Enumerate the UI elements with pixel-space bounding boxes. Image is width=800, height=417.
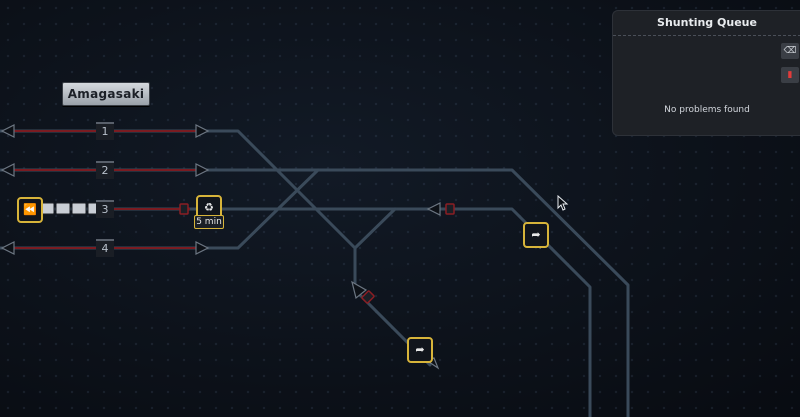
signal-arrow: [0, 124, 15, 138]
track-number-1: 1: [96, 122, 114, 140]
branch-line: [353, 207, 432, 367]
signal-arrow: [195, 163, 210, 177]
train-icon: ➦: [531, 228, 541, 241]
train-action-button[interactable]: ➦: [523, 222, 549, 248]
track-number-2: 2: [96, 161, 114, 179]
timer-label: 5 min: [194, 215, 224, 229]
signal-markers: [179, 203, 455, 304]
signal-arrow: [351, 280, 368, 300]
clear-button[interactable]: ⌫: [781, 43, 799, 59]
delete-button[interactable]: ▮: [781, 67, 799, 83]
train-consist: [39, 202, 103, 215]
clear-icon: ⌫: [783, 46, 797, 56]
train-icon: ♻: [204, 201, 214, 214]
track-lines: [0, 129, 630, 417]
track-1-line: [0, 129, 357, 250]
signal-arrow: [195, 241, 210, 255]
shunting-queue-title: Shunting Queue: [613, 11, 800, 36]
track-number-3: 3: [96, 200, 114, 218]
train-icon: ➦: [415, 343, 425, 356]
track-3-line: [28, 207, 592, 417]
cursor-icon: [557, 195, 569, 211]
rewind-button[interactable]: ⏪: [17, 197, 43, 223]
delete-icon: ▮: [787, 70, 793, 80]
signal-arrow: [195, 124, 210, 138]
rewind-icon: ⏪: [23, 203, 37, 216]
train-action-button[interactable]: ➦: [407, 337, 433, 363]
track-number-4: 4: [96, 239, 114, 257]
signal-arrow: [0, 163, 15, 177]
signal-arrow: [426, 202, 441, 216]
shunting-queue-panel: Shunting Queue ⌫ ▮ No problems found: [612, 10, 800, 136]
track-2-line: [0, 168, 630, 417]
signal-arrow: [0, 241, 15, 255]
station-name-label[interactable]: Amagasaki: [62, 82, 150, 106]
queue-empty-message: No problems found: [664, 105, 750, 115]
signal-segments: [12, 130, 200, 249]
